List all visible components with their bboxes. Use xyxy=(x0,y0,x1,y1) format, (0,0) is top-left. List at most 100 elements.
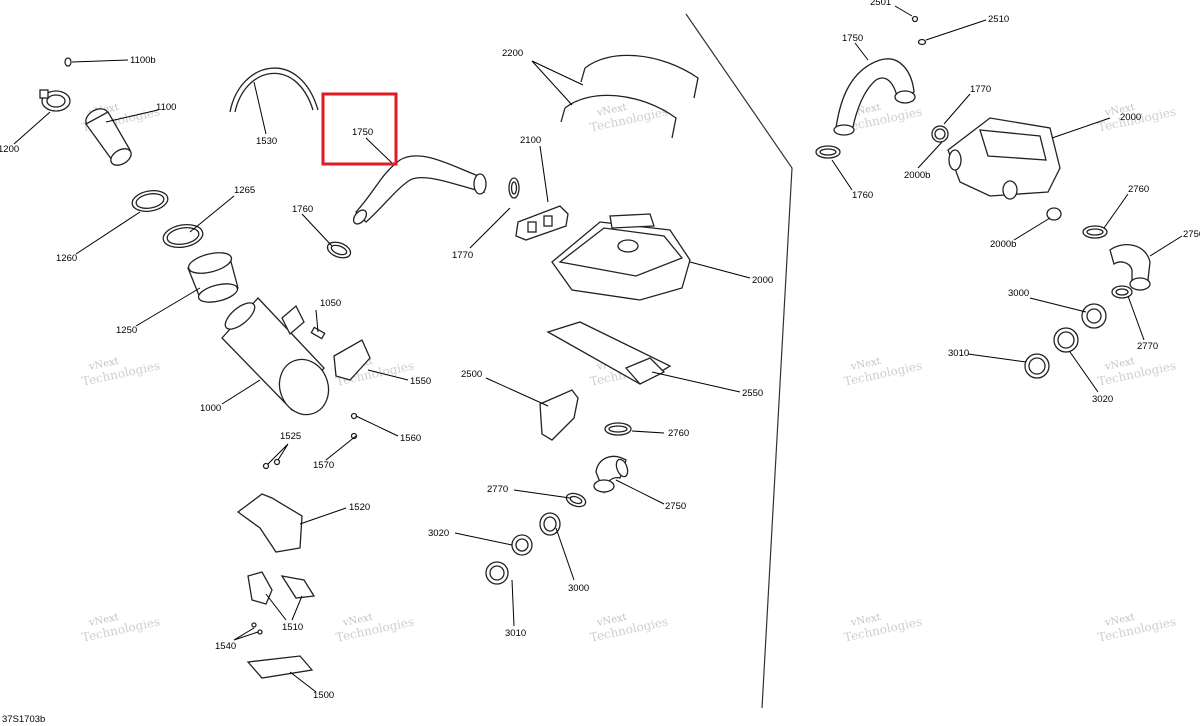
part-2750-elbow-right[interactable] xyxy=(1109,244,1151,291)
part-1100-tube[interactable] xyxy=(83,105,134,168)
part-2501-screw[interactable] xyxy=(911,15,919,23)
part-1100b-clip[interactable] xyxy=(64,57,72,67)
callout-1100: 1100 xyxy=(156,102,176,113)
callout-3000: 3000 xyxy=(568,583,589,594)
part-1560-screw[interactable] xyxy=(350,412,358,420)
watermark: vNext Technologies xyxy=(81,612,162,645)
part-2100-bracket[interactable] xyxy=(515,205,569,241)
callout-1530: 1530 xyxy=(256,136,277,147)
part-1760-clamp[interactable] xyxy=(325,239,352,260)
part-3000-coupler[interactable] xyxy=(539,512,561,536)
callout-2770: 2770 xyxy=(487,484,508,495)
callout-2550: 2550 xyxy=(742,388,763,399)
part-3010-ring-right[interactable] xyxy=(1024,353,1050,379)
part-1550-bracket[interactable] xyxy=(333,339,371,381)
callout-2000-right: 2000 xyxy=(1120,112,1141,123)
callout-3020-right: 3020 xyxy=(1092,394,1113,405)
part-1000-muffler[interactable] xyxy=(221,297,336,422)
watermark: vNext Technologies xyxy=(81,356,162,389)
callout-1750-right: 1750 xyxy=(842,33,863,44)
part-1770-ring-right[interactable] xyxy=(931,125,949,143)
callout-1520: 1520 xyxy=(349,502,370,513)
part-2760-clamp[interactable] xyxy=(604,422,632,436)
callout-1100b: 1100b xyxy=(130,55,156,66)
callout-1550: 1550 xyxy=(410,376,431,387)
part-2550-plate[interactable] xyxy=(546,321,672,385)
callout-2750: 2750 xyxy=(665,501,686,512)
part-1500-plate[interactable] xyxy=(246,655,314,679)
part-1250-tube[interactable] xyxy=(186,249,239,306)
callout-2750-right: 2750 xyxy=(1183,229,1200,240)
watermark: vNext Technologies xyxy=(589,612,670,645)
callout-2760: 2760 xyxy=(668,428,689,439)
callout-2100: 2100 xyxy=(520,135,541,146)
part-2770-clamp-right[interactable] xyxy=(1111,285,1133,299)
callout-2000b: 2000b xyxy=(904,170,930,181)
part-3010-ring[interactable] xyxy=(485,561,509,585)
callout-2501: 2501 xyxy=(870,0,891,8)
highlight-box xyxy=(321,92,398,166)
callout-1000: 1000 xyxy=(200,403,221,414)
watermark: vNext Technologies xyxy=(843,612,924,645)
part-2200-straps[interactable] xyxy=(560,54,699,139)
part-2000-airbox-right[interactable] xyxy=(947,117,1061,200)
part-3020-ring[interactable] xyxy=(511,534,533,556)
callout-2000b-lower: 2000b xyxy=(990,239,1016,250)
callout-3010: 3010 xyxy=(505,628,526,639)
part-1525-bolts[interactable] xyxy=(262,458,281,470)
callout-1570: 1570 xyxy=(313,460,334,471)
part-2770-clamp[interactable] xyxy=(565,491,588,509)
callout-1525: 1525 xyxy=(280,431,301,442)
part-1265-clamp[interactable] xyxy=(161,222,204,251)
callout-1770-right: 1770 xyxy=(970,84,991,95)
watermark: vNext Technologies xyxy=(589,102,670,135)
callout-1050: 1050 xyxy=(320,298,341,309)
callout-1760: 1760 xyxy=(292,204,313,215)
callout-1250: 1250 xyxy=(116,325,137,336)
callout-2770-right: 2770 xyxy=(1137,341,1158,352)
part-2000-airbox[interactable] xyxy=(551,213,691,301)
callout-labels: 1100b 1100 1200 1530 1750 2200 2100 1265… xyxy=(0,0,1200,701)
callout-2500: 2500 xyxy=(461,369,482,380)
callout-3000-right: 3000 xyxy=(1008,288,1029,299)
part-1520-shield[interactable] xyxy=(236,493,303,553)
reference-code: 37S1703b xyxy=(2,714,45,725)
part-1750-hose[interactable] xyxy=(351,155,487,226)
callout-2760-right: 2760 xyxy=(1128,184,1149,195)
part-1570-screw[interactable] xyxy=(350,432,358,440)
watermark: vNext Technologies xyxy=(1097,356,1178,389)
callout-1265: 1265 xyxy=(234,185,255,196)
callout-1770: 1770 xyxy=(452,250,473,261)
watermark: vNext Technologies xyxy=(1097,612,1178,645)
callout-1260: 1260 xyxy=(56,253,77,264)
part-3000-coupler-right[interactable] xyxy=(1081,303,1107,329)
callout-1510: 1510 xyxy=(282,622,303,633)
part-2760-clamp-right[interactable] xyxy=(1082,225,1108,239)
part-2750-elbow[interactable] xyxy=(593,455,630,495)
callout-1500: 1500 xyxy=(313,690,334,701)
watermark: vNext Technologies xyxy=(335,612,416,645)
part-3020-ring-right[interactable] xyxy=(1053,327,1079,353)
callout-2510: 2510 xyxy=(988,14,1009,25)
part-1050-sensor[interactable] xyxy=(310,326,326,340)
part-1260-clamp[interactable] xyxy=(131,188,170,214)
leader-lines xyxy=(13,5,1183,693)
part-1530-strap[interactable] xyxy=(229,67,319,113)
part-1750-hose-right[interactable] xyxy=(833,58,916,136)
part-1760-clamp-right[interactable] xyxy=(815,145,841,159)
callout-1760-right: 1760 xyxy=(852,190,873,201)
part-1510-brackets[interactable] xyxy=(247,571,316,605)
part-1200-clamp[interactable] xyxy=(39,89,71,112)
part-2000b-sleeve[interactable] xyxy=(1046,207,1062,221)
part-2500-bracket[interactable] xyxy=(539,389,579,441)
callout-1540: 1540 xyxy=(215,641,236,652)
part-1770-ring[interactable] xyxy=(508,177,520,199)
callout-1750: 1750 xyxy=(352,127,373,138)
divider-line-left xyxy=(685,13,793,709)
part-2510-washer[interactable] xyxy=(917,38,927,46)
callout-1560: 1560 xyxy=(400,433,421,444)
watermark: vNext Technologies xyxy=(843,356,924,389)
callout-3010-right: 3010 xyxy=(948,348,969,359)
callout-2000: 2000 xyxy=(752,275,773,286)
